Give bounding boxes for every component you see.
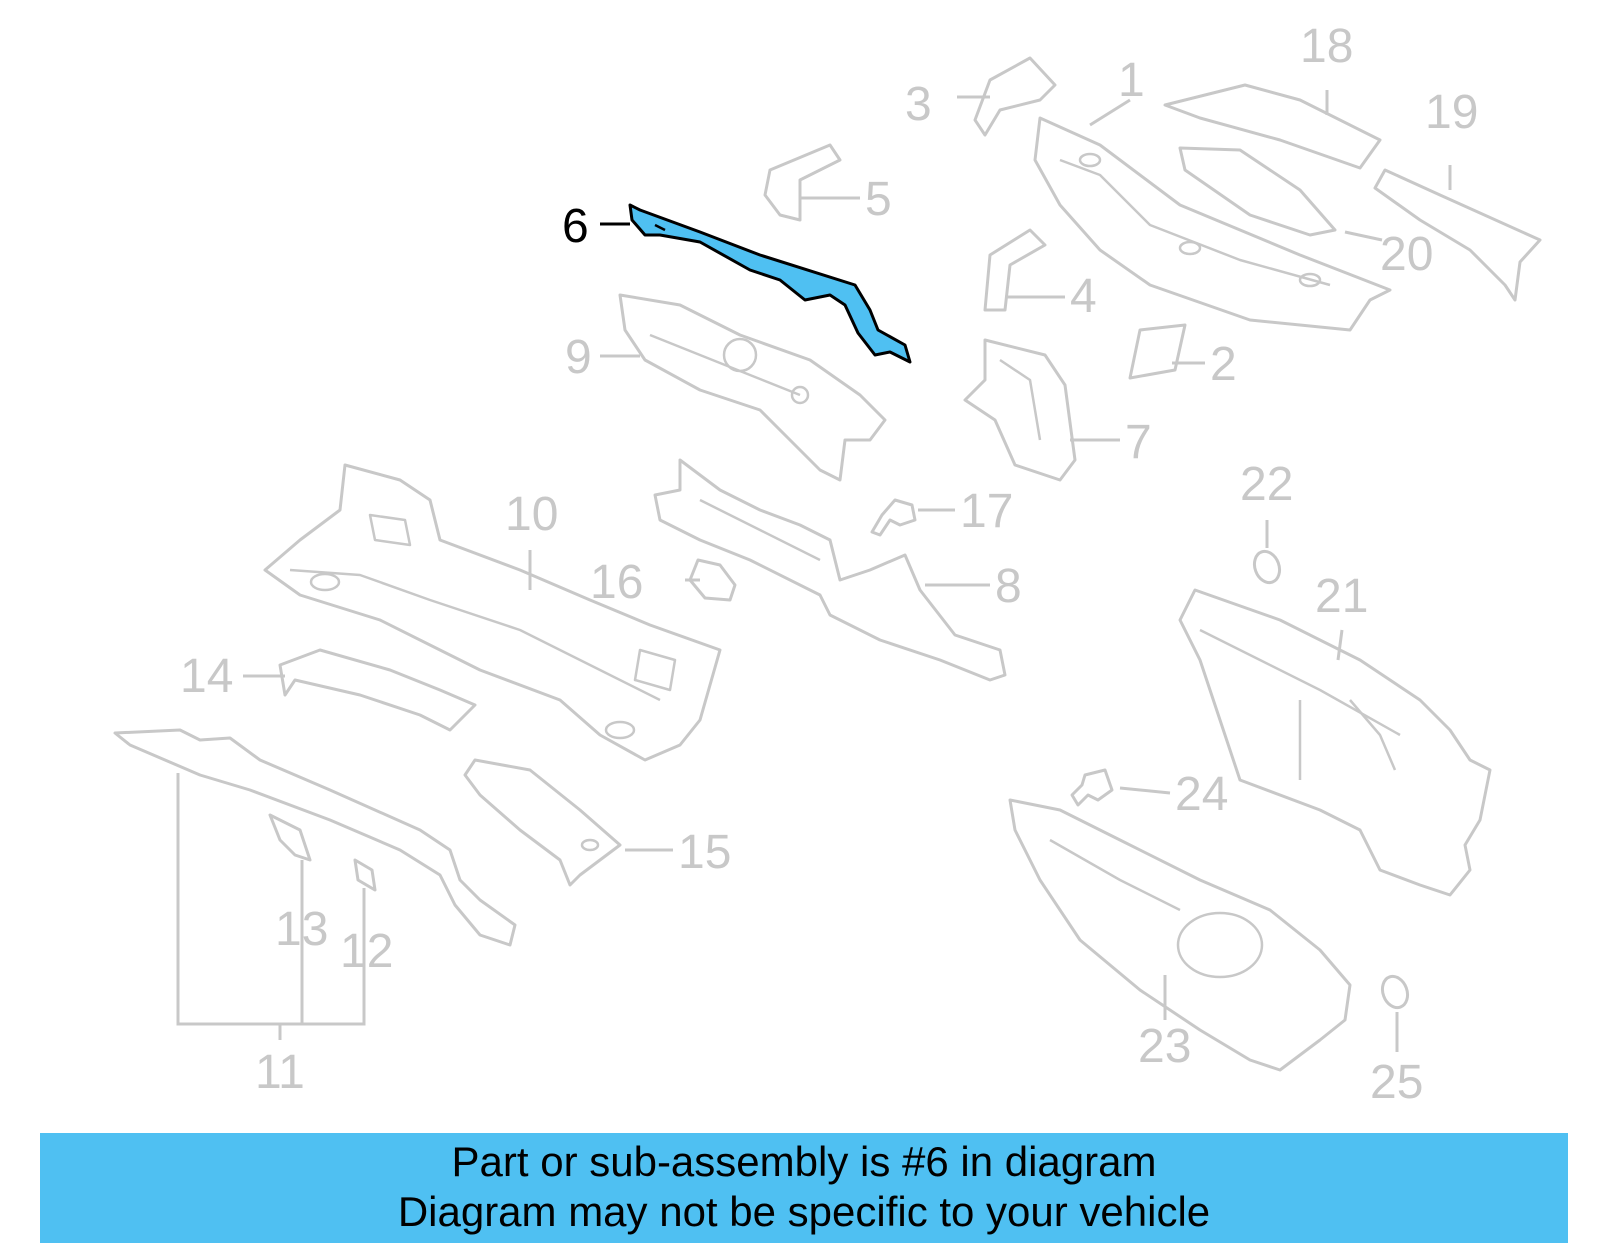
part-14	[278, 648, 477, 732]
part-5	[763, 143, 842, 222]
callout-12: 12	[340, 925, 393, 978]
part-18	[1163, 83, 1382, 170]
callout-10: 10	[505, 488, 558, 541]
part-2	[1128, 323, 1187, 380]
part-13	[268, 813, 312, 862]
part-10	[263, 463, 722, 762]
callout-16: 16	[590, 556, 643, 609]
callout-5: 5	[865, 173, 892, 226]
callout-15: 15	[678, 826, 731, 879]
part-20	[1178, 146, 1337, 237]
banner-line-part: Part or sub-assembly is #6 in diagram	[451, 1138, 1157, 1185]
part-19	[1373, 168, 1542, 302]
part-21	[1178, 588, 1492, 897]
callout-14: 14	[180, 650, 233, 703]
part-11	[113, 728, 517, 947]
part-8	[653, 458, 1007, 682]
callout-24: 24	[1175, 768, 1228, 821]
callout-4: 4	[1070, 270, 1097, 323]
callout-17: 17	[960, 485, 1013, 538]
part-7	[963, 338, 1077, 482]
callout-2: 2	[1210, 338, 1237, 391]
part-17	[870, 498, 917, 537]
callout-13: 13	[275, 903, 328, 956]
part-15	[463, 758, 622, 887]
callout-20: 20	[1380, 228, 1433, 281]
info-banner: Part or sub-assembly is #6 in diagram Di…	[40, 1133, 1568, 1243]
callout-labels: 1 2 3 4 5 6 7 8 9 10 11 12 13 14 15 16 1…	[180, 20, 1478, 1109]
callout-7: 7	[1125, 416, 1152, 469]
callout-18: 18	[1300, 20, 1353, 73]
callout-19: 19	[1425, 86, 1478, 139]
callout-22: 22	[1240, 458, 1293, 511]
callout-25: 25	[1370, 1056, 1423, 1109]
part-23	[1008, 798, 1352, 1072]
callout-9: 9	[565, 331, 592, 384]
part-6-highlighted	[628, 203, 912, 364]
part-12	[353, 858, 377, 892]
callout-21: 21	[1315, 570, 1368, 623]
part-9	[618, 293, 887, 482]
banner-line-disclaimer: Diagram may not be specific to your vehi…	[397, 1188, 1211, 1235]
part-4	[983, 228, 1047, 312]
part-24	[1070, 768, 1114, 807]
leader-lines	[176, 90, 1452, 1052]
part-25	[1380, 974, 1410, 1010]
callout-11: 11	[255, 1046, 305, 1099]
callout-3: 3	[905, 78, 932, 131]
callout-23: 23	[1138, 1020, 1191, 1073]
callout-8: 8	[995, 560, 1022, 613]
part-1	[1033, 116, 1392, 332]
callout-1: 1	[1118, 54, 1145, 107]
part-3	[973, 56, 1057, 137]
callout-6: 6	[562, 200, 589, 253]
part-22	[1252, 549, 1282, 585]
